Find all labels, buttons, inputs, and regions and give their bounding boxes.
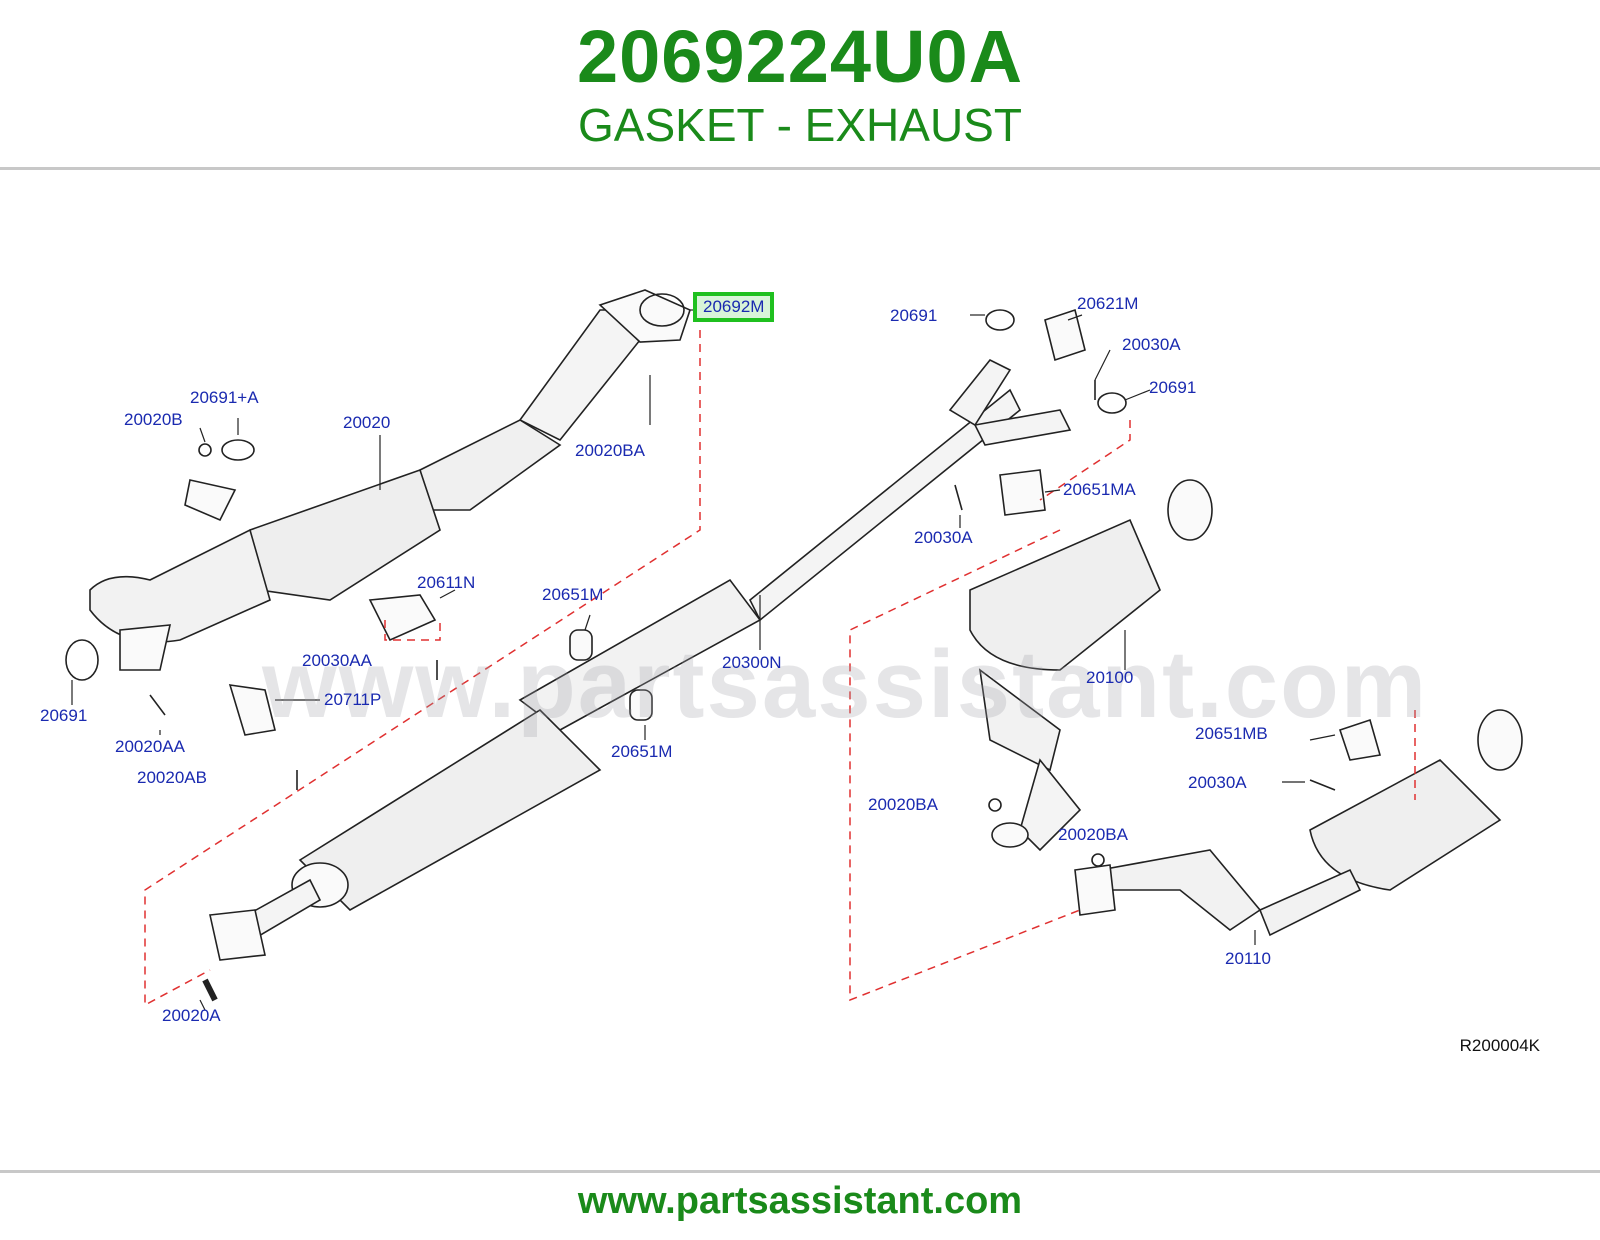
flange-20110 (1074, 864, 1116, 916)
nut-20020ba-2 (1091, 853, 1105, 867)
callout-20020aa[interactable]: 20020AA (115, 737, 185, 756)
callout-20691[interactable]: 20691 (1149, 378, 1197, 397)
callout-20692m-highlighted[interactable]: 20692M (693, 292, 775, 322)
part-number: 2069224U0A (576, 15, 1024, 98)
watermark: www.partsassistant.com (262, 631, 1429, 738)
tip-20110 (1477, 709, 1523, 771)
muffler-20110 (1309, 759, 1502, 891)
gasket-left (65, 639, 99, 681)
callout-20691[interactable]: 20691 (890, 306, 938, 325)
mount-20651m-upper (569, 629, 593, 661)
cat-20110 (1258, 868, 1362, 937)
callout-20020ba[interactable]: 20020BA (575, 441, 645, 460)
gasket-20692m (639, 293, 685, 327)
left-flange (119, 624, 172, 671)
callout-20020b[interactable]: 20020B (124, 410, 183, 429)
footer-divider (0, 1170, 1600, 1173)
stud-20020a (202, 978, 218, 1002)
callout-20020a[interactable]: 20020A (162, 1006, 221, 1025)
callout-20110[interactable]: 20110 (1225, 949, 1272, 968)
nut-20020ba-1 (988, 798, 1002, 812)
bolt-20030a-lower (1309, 779, 1336, 791)
callout-20100[interactable]: 20100 (1086, 668, 1134, 687)
cat-20100 (978, 668, 1061, 772)
header: 2069224U0A GASKET - EXHAUST (0, 0, 1600, 168)
nut-20020b (198, 443, 212, 457)
bracket-20651mb (1338, 718, 1382, 761)
callout-20651ma[interactable]: 20651MA (1063, 480, 1136, 499)
footer-url[interactable]: www.partsassistant.com (577, 1180, 1023, 1222)
callout-20711p[interactable]: 20711P (324, 690, 382, 709)
manifold-y-pipe (249, 468, 441, 601)
header-divider (0, 167, 1600, 170)
bracket-20621m (1044, 308, 1086, 362)
exhaust-diagram: www.partsassistant.com 20692M 20691 2062… (0, 170, 1600, 1170)
tip-20100 (1167, 479, 1213, 541)
gasket-20691-top (985, 309, 1015, 331)
front-flange (598, 289, 691, 343)
upper-flange (184, 479, 237, 522)
callout-20020[interactable]: 20020 (343, 413, 391, 432)
callout-20651mb[interactable]: 20651MB (1195, 724, 1268, 743)
gasket-20691-right (1097, 392, 1127, 414)
exhaust-illustration (65, 289, 1523, 1011)
callout-20611n[interactable]: 20611N (417, 573, 476, 592)
callout-20651m[interactable]: 20651M (611, 742, 673, 761)
muffler-20100 (969, 518, 1161, 671)
front-pipe (419, 419, 562, 511)
flange-20100 (991, 822, 1029, 848)
callout-20020ba[interactable]: 20020BA (1058, 825, 1128, 844)
callout-20691a[interactable]: 20691+A (190, 388, 259, 407)
bolt-20030a-mid (954, 484, 963, 511)
callout-20651m[interactable]: 20651M (542, 585, 604, 604)
center-y-right (973, 409, 1072, 446)
mount-20651m-lower (629, 689, 653, 721)
callout-20691[interactable]: 20691 (40, 706, 88, 725)
diagram-reference-code: R200004K (1459, 1036, 1540, 1055)
pipe-20110 (1099, 849, 1262, 931)
guide-lines (144, 330, 1416, 1007)
gasket-20691a (221, 439, 255, 461)
bracket-20651ma (999, 469, 1046, 516)
leader-lines (71, 309, 1336, 1011)
callout-20030a[interactable]: 20030A (1188, 773, 1247, 792)
bracket-20611n (368, 594, 437, 642)
pipe-20100 (1019, 758, 1082, 852)
callout-20020ab[interactable]: 20020AB (137, 768, 207, 787)
part-name: GASKET - EXHAUST (578, 99, 1022, 151)
left-pipe (89, 528, 271, 643)
callout-20300n[interactable]: 20300N (722, 653, 782, 672)
callout-20030aa[interactable]: 20030AA (302, 651, 372, 670)
center-y-left (948, 358, 1012, 427)
callout-20020ba[interactable]: 20020BA (868, 795, 938, 814)
callout-20030a[interactable]: 20030A (1122, 335, 1181, 354)
rear-flange-20020a (209, 909, 266, 961)
callout-20621m[interactable]: 20621M (1077, 294, 1139, 313)
bolt-20020aa (149, 694, 166, 716)
center-pipe (748, 388, 1022, 622)
callout-20030a[interactable]: 20030A (914, 528, 973, 547)
bracket-20711p (228, 684, 276, 736)
